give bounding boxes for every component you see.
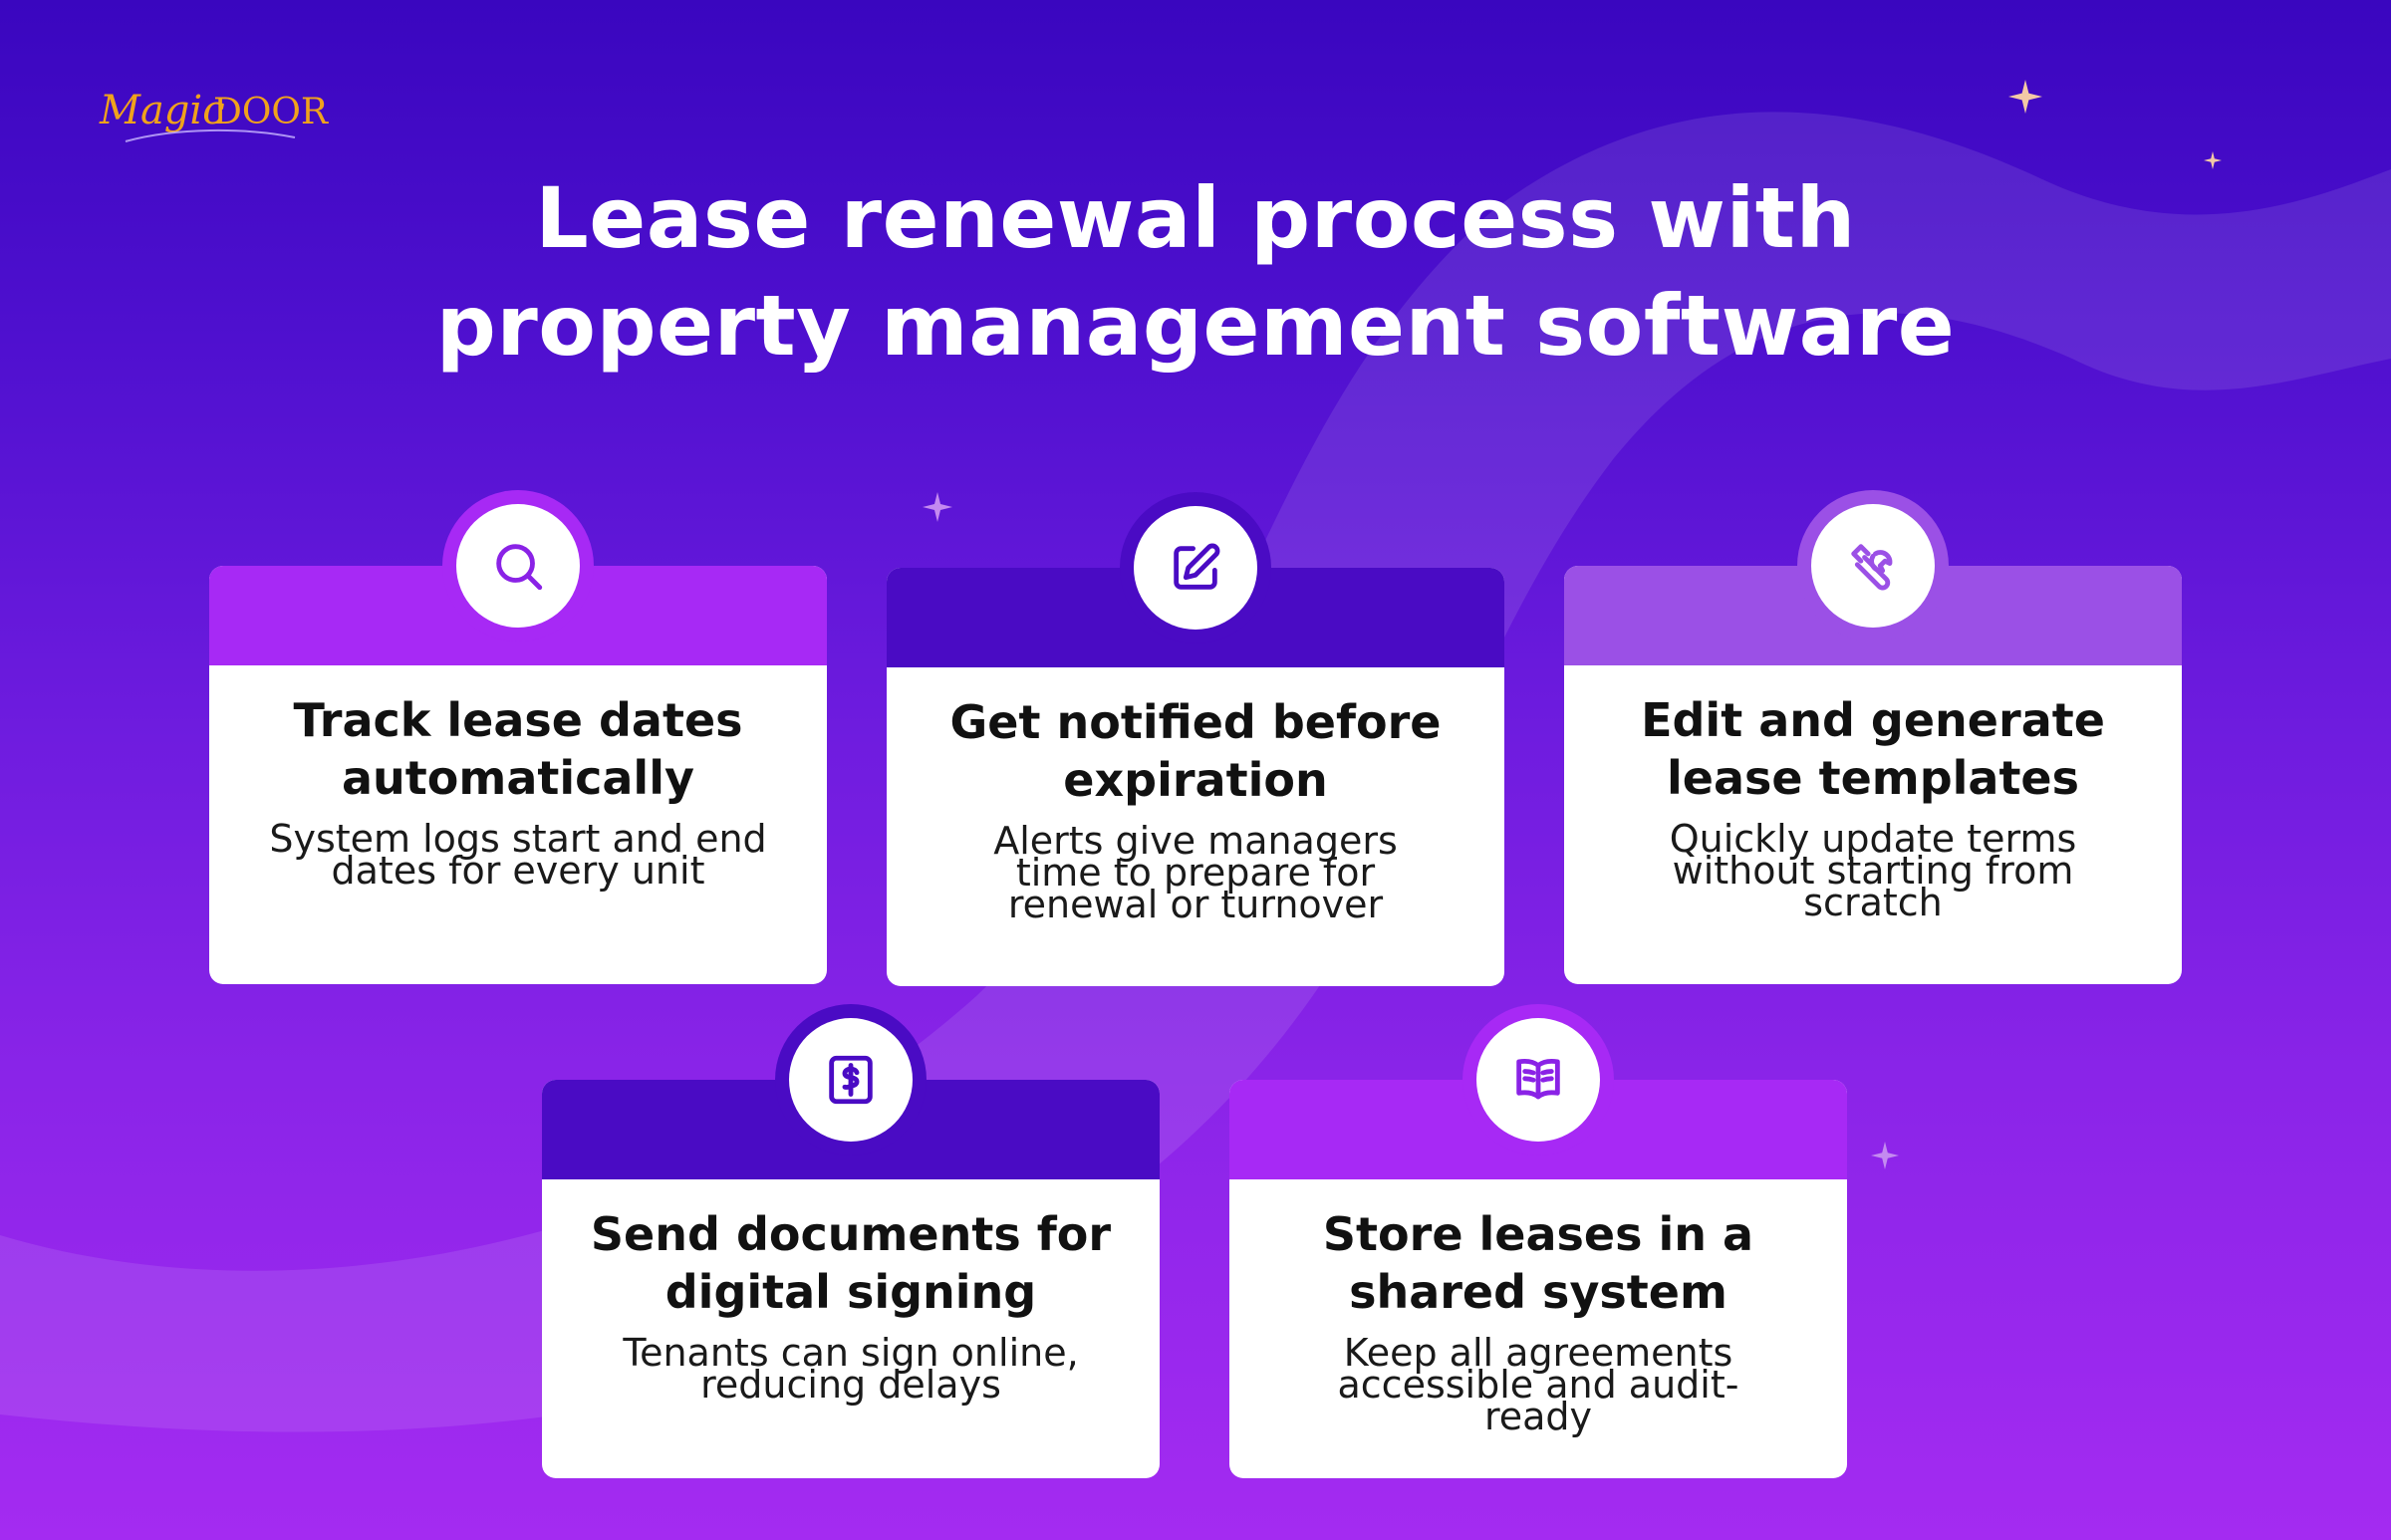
edit-icon bbox=[1174, 543, 1220, 590]
feature-card-notifications: Get notified before expiration Alerts gi… bbox=[887, 492, 1504, 986]
icon-badge bbox=[789, 1018, 913, 1142]
feature-card-templates: Edit and generate lease templates Quickl… bbox=[1564, 490, 2182, 984]
icon-badge bbox=[1811, 504, 1935, 628]
icon-badge bbox=[1476, 1018, 1600, 1142]
card-description: Keep all agreements accessible and audit… bbox=[1337, 1331, 1739, 1438]
tools-icon bbox=[1851, 544, 1893, 591]
card-title: Track lease dates automatically bbox=[293, 693, 743, 805]
icon-badge bbox=[1134, 506, 1257, 630]
magicdoor-logo: Magic DOOR bbox=[96, 80, 335, 159]
search-icon bbox=[496, 544, 543, 591]
icon-badge bbox=[456, 504, 580, 628]
sparkle-icon bbox=[2008, 80, 2042, 114]
card-title: Store leases in a shared system bbox=[1322, 1207, 1754, 1319]
sparkle-icon bbox=[923, 492, 952, 522]
page-title: Lease renewal process with property mana… bbox=[0, 164, 2391, 380]
card-description: Quickly update terms without starting fr… bbox=[1669, 817, 2077, 924]
svg-text:Magic: Magic bbox=[99, 88, 225, 133]
card-description: System logs start and end dates for ever… bbox=[269, 817, 767, 893]
dollar-document-icon bbox=[829, 1055, 873, 1105]
book-icon bbox=[1516, 1059, 1560, 1100]
page-title-line-1: Lease renewal process with bbox=[535, 169, 1856, 267]
svg-text:DOOR: DOOR bbox=[213, 92, 329, 132]
card-title: Get notified before expiration bbox=[949, 695, 1442, 807]
card-title: Edit and generate lease templates bbox=[1641, 693, 2105, 805]
card-description: Alerts give managers time to prepare for… bbox=[993, 819, 1398, 926]
sparkle-icon bbox=[2204, 151, 2222, 169]
feature-card-track-dates: Track lease dates automatically System l… bbox=[209, 490, 827, 984]
sparkle-icon bbox=[1871, 1142, 1899, 1169]
page-title-line-2: property management software bbox=[435, 277, 1956, 375]
card-title: Send documents for digital signing bbox=[590, 1207, 1112, 1319]
feature-card-digital-signing: Send documents for digital signing Tenan… bbox=[542, 1004, 1160, 1478]
feature-card-shared-storage: Store leases in a shared system Keep all… bbox=[1229, 1004, 1847, 1478]
card-description: Tenants can sign online, reducing delays bbox=[623, 1331, 1079, 1407]
